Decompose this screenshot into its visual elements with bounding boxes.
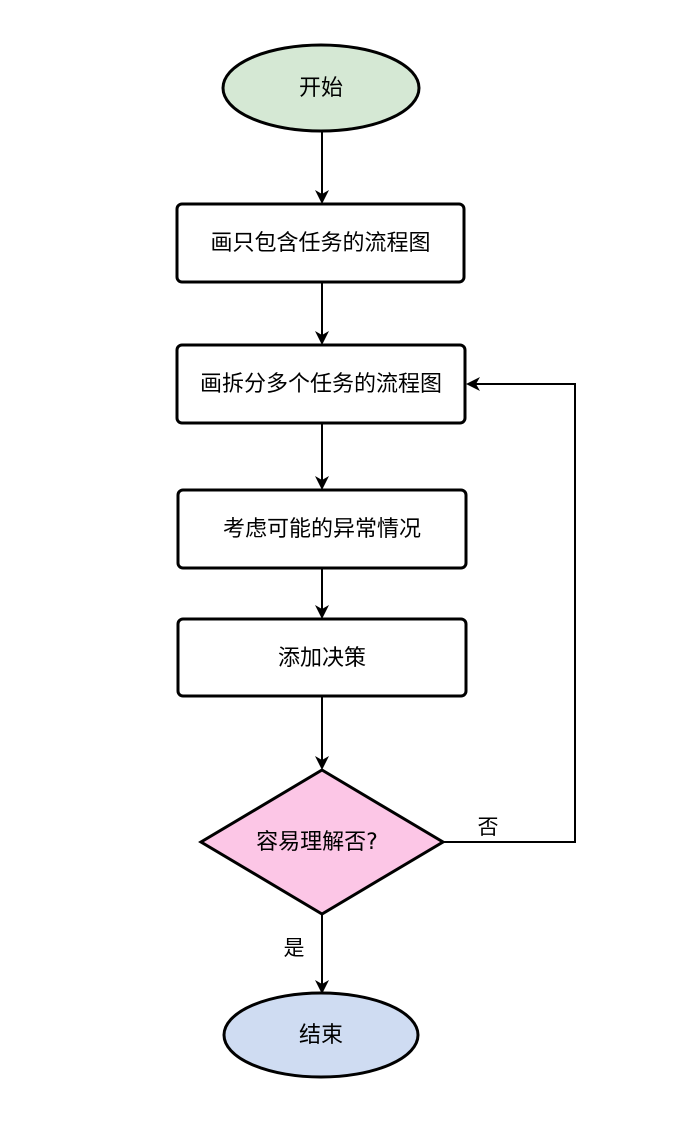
start-node: 开始 [221,43,421,133]
start-ellipse [221,43,421,133]
end-node: 结束 [222,991,420,1079]
task-box-1 [175,202,466,284]
edge-label-no: 否 [478,815,499,839]
task-box-3 [176,488,468,570]
task-label-2: 画拆分多个任务的流程图 [200,372,442,397]
task-label-3: 考虑可能的异常情况 [223,517,421,542]
task-box-4 [176,617,468,698]
task-node-2: 画拆分多个任务的流程图 [175,343,467,425]
task-label-4: 添加决策 [278,646,366,671]
decision-diamond [198,768,446,916]
decision-label: 容易理解否? [256,830,378,855]
end-label: 结束 [299,1023,343,1048]
end-ellipse [222,991,420,1079]
task-node-3: 考虑可能的异常情况 [176,488,468,570]
task-node-4: 添加决策 [176,617,468,698]
edge-decision-no-loop [443,377,576,843]
edge-label-yes: 是 [284,936,305,960]
decision-node: 容易理解否? [198,768,446,916]
task-node-1: 画只包含任务的流程图 [175,202,466,284]
connectors [315,132,576,994]
start-label: 开始 [299,76,343,101]
task-box-2 [175,343,467,425]
task-label-1: 画只包含任务的流程图 [210,231,430,256]
